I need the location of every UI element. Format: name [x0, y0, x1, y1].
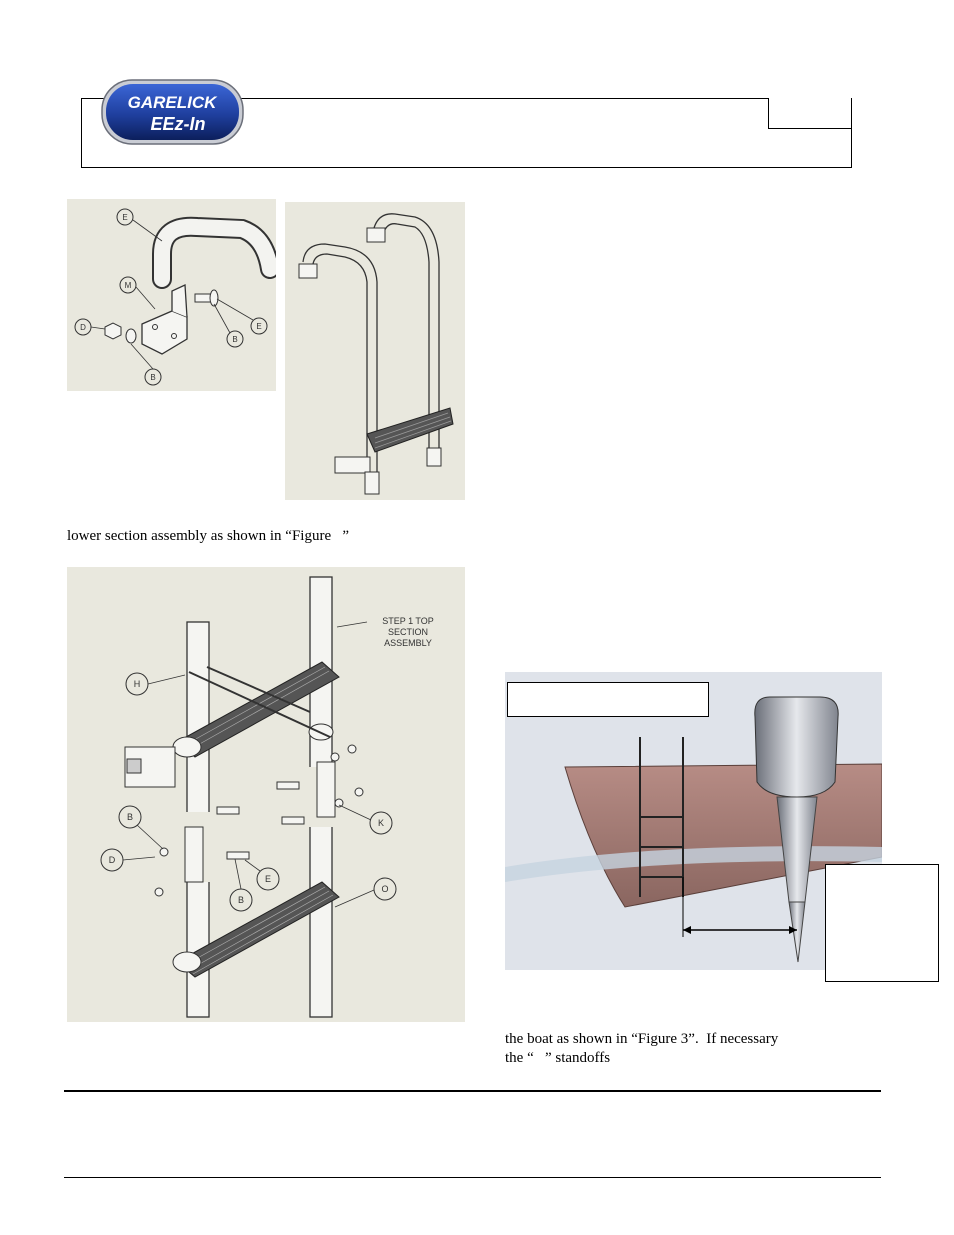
- fig1-label-b2: B: [232, 335, 237, 344]
- fig2-label-o: O: [381, 884, 388, 894]
- figure-2-lower-section-assembly: H B D B E K O STEP 1 TOP SECTION ASSEMBL…: [67, 567, 465, 1022]
- figure-3-boat-mounting: [505, 672, 883, 970]
- figure-3-caption-box: [507, 682, 709, 717]
- header-page-tab: [768, 98, 852, 129]
- fig2-label-d: D: [109, 855, 116, 865]
- figure-1-bracket-detail: E M D B B E: [67, 199, 280, 391]
- fig2-annotation-line3: ASSEMBLY: [384, 638, 432, 648]
- fig2-label-b1: B: [127, 812, 133, 822]
- instruction-text-left: lower section assembly as shown in “Figu…: [67, 528, 350, 544]
- logo-brand-text: GARELICK: [128, 93, 219, 112]
- footer-divider-top: [64, 1090, 881, 1092]
- fig1-label-e1: E: [122, 213, 127, 222]
- header-box: [81, 98, 852, 168]
- fig1-label-m: M: [125, 281, 132, 290]
- fig2-label-k: K: [378, 818, 384, 828]
- fig1-label-b1: B: [150, 373, 155, 382]
- fig1-label-e2: E: [256, 322, 261, 331]
- figure-3-note-box: [825, 864, 939, 982]
- figure-1-top-section: [285, 202, 465, 500]
- instruction-text-right-1: the boat as shown in “Figure 3”. If nece…: [505, 1031, 779, 1047]
- fig2-label-b2: B: [238, 895, 244, 905]
- fig2-annotation-line2: SECTION: [388, 627, 428, 637]
- logo-sub-text: EEz-In: [150, 114, 205, 134]
- fig2-label-e: E: [265, 874, 271, 884]
- fig2-annotation-line1: STEP 1 TOP: [382, 616, 434, 626]
- instruction-text-right-2: the “ ” standoffs: [505, 1050, 611, 1066]
- footer-divider-bottom: [64, 1177, 881, 1178]
- garelick-logo: GARELICK EEz-In: [100, 78, 245, 146]
- fig1-label-d: D: [80, 323, 86, 332]
- fig2-label-h: H: [134, 679, 141, 689]
